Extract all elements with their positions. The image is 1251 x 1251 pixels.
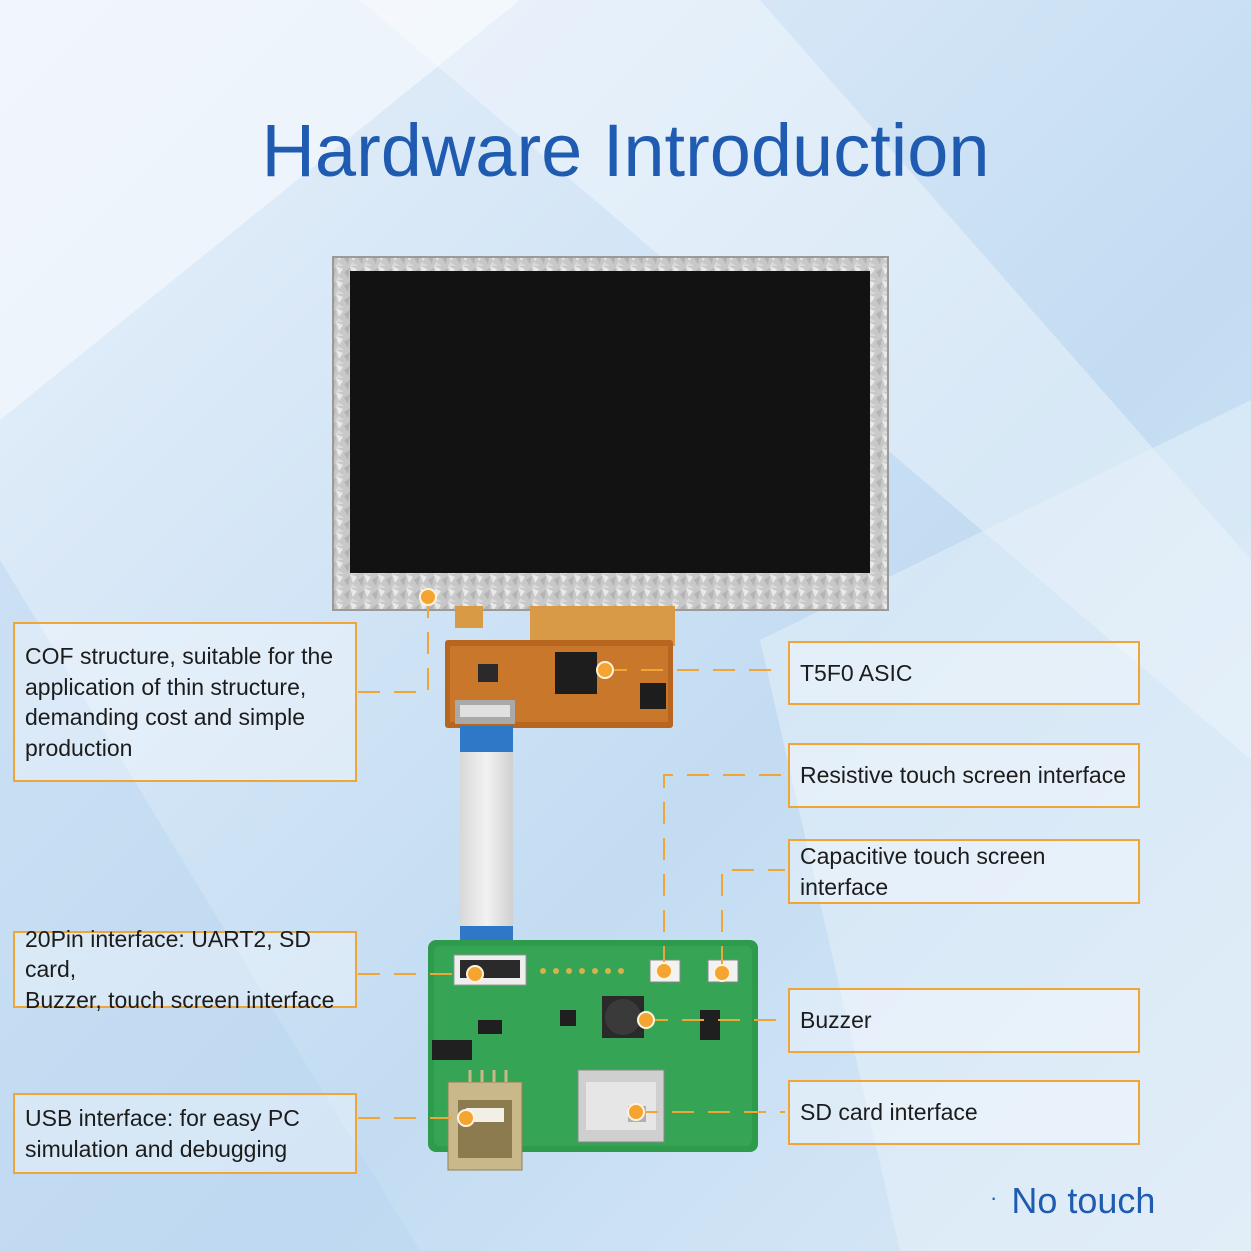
label-20pin-interface: 20Pin interface: UART2, SD card, Buzzer,… <box>13 926 357 1013</box>
label-20pin-interface-text: 20Pin interface: UART2, SD card, Buzzer,… <box>25 925 335 1013</box>
label-cof-structure-text: COF structure, suitable for the applicat… <box>25 643 334 761</box>
label-resistive-touch-text: Resistive touch screen interface <box>800 762 1126 789</box>
label-usb-interface-text: USB interface: for easy PC simulation an… <box>25 1105 300 1162</box>
label-capacitive-touch: Capacitive touch screen interface <box>788 839 1140 904</box>
label-buzzer-text: Buzzer <box>800 1007 872 1034</box>
label-capacitive-touch-text: Capacitive touch screen interface <box>800 843 1046 900</box>
fpc-board <box>445 606 675 728</box>
lcd-panel <box>332 256 889 611</box>
label-t5f0-asic-text: T5F0 ASIC <box>800 659 913 686</box>
ribbon-cable <box>460 726 513 948</box>
label-sd-card: SD card interface <box>788 1080 1140 1145</box>
marker-dots <box>419 588 731 1127</box>
note-text: No touch <box>1011 1180 1156 1221</box>
label-sd-card-text: SD card interface <box>800 1099 978 1126</box>
leader-lines <box>358 600 785 1119</box>
note-bullet: · <box>990 1185 998 1210</box>
no-touch-note: · No touch <box>990 1180 1155 1222</box>
label-usb-interface: USB interface: for easy PC simulation an… <box>13 1093 357 1174</box>
label-resistive-touch: Resistive touch screen interface <box>788 743 1140 808</box>
label-cof-structure: COF structure, suitable for the applicat… <box>13 622 357 782</box>
label-t5f0-asic: T5F0 ASIC <box>788 641 1140 705</box>
mainboard-pcb <box>428 940 758 1171</box>
label-buzzer: Buzzer <box>788 988 1140 1053</box>
page-title: Hardware Introduction <box>261 109 990 192</box>
